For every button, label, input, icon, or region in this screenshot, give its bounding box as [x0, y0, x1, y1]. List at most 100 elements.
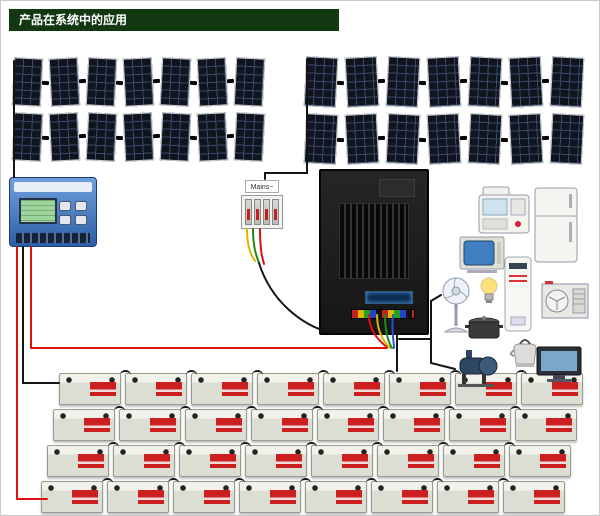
battery-row: [53, 406, 577, 441]
breaker-toggle: [254, 199, 261, 225]
battery: [384, 370, 451, 405]
water-pump-icon: [458, 350, 498, 387]
battery: [240, 442, 307, 477]
breaker-toggle: [263, 199, 270, 225]
battery: [252, 370, 319, 405]
breaker-wire-red: [259, 228, 265, 265]
inverter-cabinet: [319, 169, 429, 335]
breaker-toggle: [272, 199, 279, 225]
controller-lcd-screen: [19, 198, 57, 224]
controller-button: [75, 215, 87, 225]
battery: [438, 442, 505, 477]
tv-icon: [459, 236, 505, 273]
refrigerator-icon: [534, 187, 578, 263]
solar-panel: [549, 113, 585, 165]
solar-panel-row: [11, 57, 266, 107]
battery-row: [59, 370, 583, 405]
battery-row: [41, 478, 565, 513]
solar-panel: [344, 113, 380, 165]
inverter-display: [365, 291, 413, 304]
solar-panel-row: [11, 112, 266, 162]
solar-panel: [303, 56, 339, 108]
battery: [114, 406, 181, 441]
battery: [378, 406, 445, 441]
kettle-icon: [510, 339, 537, 367]
solar-array-left: [11, 57, 266, 162]
battery: [366, 478, 433, 513]
wire-controller-to-battery-row4: [16, 246, 48, 500]
solar-panel: [11, 57, 44, 107]
battery: [120, 370, 187, 405]
battery: [372, 442, 439, 477]
floor-ac-icon: [504, 256, 532, 332]
solar-panel: [11, 112, 44, 162]
wire-inverter-to-appliances: [398, 338, 456, 370]
solar-panel-row: [303, 56, 585, 108]
washing-machine-icon: [478, 186, 530, 234]
battery: [318, 370, 385, 405]
solar-panel: [303, 113, 339, 165]
solar-panel: [233, 112, 266, 162]
controller-buttons: [59, 201, 87, 225]
battery: [102, 478, 169, 513]
battery: [510, 406, 577, 441]
solar-panel: [85, 57, 118, 107]
battery: [59, 373, 121, 405]
solar-panel: [196, 57, 229, 107]
solar-panel: [508, 56, 544, 108]
fan-icon: [442, 277, 470, 333]
battery: [108, 442, 175, 477]
breaker-wire-green: [252, 228, 260, 264]
solar-panel: [508, 113, 544, 165]
solar-panel: [426, 56, 462, 108]
solar-panel: [344, 56, 380, 108]
battery: [432, 478, 499, 513]
breaker-toggle: [245, 199, 252, 225]
inverter-vent-grille: [339, 203, 409, 279]
battery: [246, 406, 313, 441]
controller-button: [75, 201, 87, 211]
controller-button: [59, 215, 71, 225]
battery: [444, 406, 511, 441]
battery: [174, 442, 241, 477]
solar-panel: [159, 112, 192, 162]
controller-terminals: [16, 233, 90, 243]
battery: [498, 478, 565, 513]
mains-breaker-label: Mains~: [245, 180, 279, 193]
battery: [186, 370, 253, 405]
solar-panel: [159, 57, 192, 107]
solar-panel-row: [303, 113, 585, 165]
battery: [234, 478, 301, 513]
outdoor-ac-icon: [541, 281, 589, 319]
battery: [300, 478, 367, 513]
solar-charge-controller: [9, 177, 97, 247]
battery: [504, 442, 571, 477]
battery: [53, 409, 115, 441]
solar-panel: [233, 57, 266, 107]
battery-row: [47, 442, 571, 477]
battery: [41, 481, 103, 513]
computer-monitor-icon: [536, 346, 582, 382]
solar-panel: [385, 113, 421, 165]
solar-panel: [549, 56, 585, 108]
battery: [168, 478, 235, 513]
battery: [312, 406, 379, 441]
controller-brand-strip: [14, 182, 92, 192]
battery: [180, 406, 247, 441]
circuit-breaker: [241, 195, 283, 229]
controller-button: [59, 201, 71, 211]
battery: [306, 442, 373, 477]
solar-panel: [48, 112, 81, 162]
page-title: 产品在系统中的应用: [9, 9, 339, 31]
wire-controller-to-battery-row1: [22, 246, 60, 384]
solar-panel: [426, 113, 462, 165]
solar-panel: [467, 113, 503, 165]
light-bulb-icon: [480, 277, 498, 303]
solar-panel: [48, 57, 81, 107]
battery: [47, 445, 109, 477]
solar-panel: [85, 112, 118, 162]
wire-pv-right-to-breaker: [264, 58, 308, 180]
cooker-pot-icon: [465, 316, 503, 339]
inverter-terminal-strip: [351, 309, 415, 319]
